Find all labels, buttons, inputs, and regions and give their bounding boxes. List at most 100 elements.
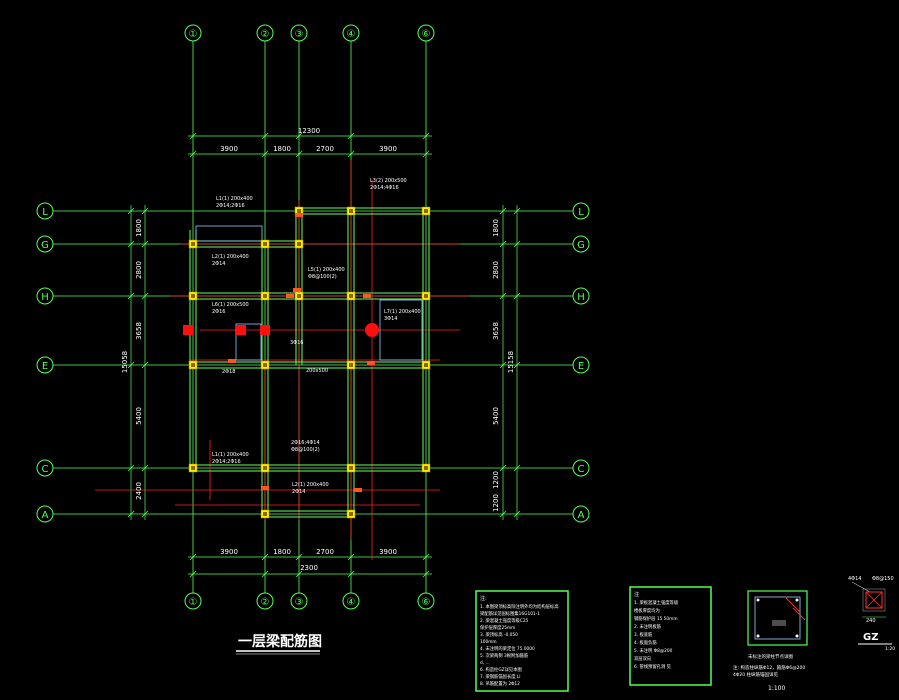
grid-bubbles-left: L G H E C A [36,202,54,523]
grid-label: G [41,240,49,251]
column-marker-core [297,242,301,246]
column-marker-core [424,294,428,298]
column-marker-core [263,512,267,516]
grid-bubble-3-top[interactable]: ③ [290,24,308,42]
dimension-tick [295,570,303,578]
gz-caption: GZ [863,632,878,643]
note-line: 4. 未注明的梁定位 75.0000 [480,645,535,652]
grid-bubble-A-right[interactable]: A [572,505,590,523]
column-marker-core [297,209,301,213]
beam-inner [379,299,423,361]
dimension-tick [499,361,507,369]
dim-left-seg-3: 3658 [135,322,143,340]
note-line: d, ... [480,660,490,666]
dimension-tick [261,150,269,158]
dim-top-total: 12300 [298,127,320,135]
grid-bubble-E-right[interactable]: E [572,356,590,374]
column-detail: 未标注的梁柱节点详图 注: 构造柱纵筋Φ12，箍筋Φ6@200 4Φ20 柱纵筋… [733,590,808,692]
grid-bubble-L-right[interactable]: L [572,202,590,220]
grid-bubble-C-right[interactable]: C [572,459,590,477]
grid-bubble-H-left[interactable]: H [36,287,54,305]
beam-label: 3Φ14 [384,316,397,322]
grid-label: A [578,510,585,521]
dim-bottom-seg-3: 2700 [316,548,334,556]
note-line: 4. 板面负筋 [634,639,657,646]
dimension-tick [261,553,269,561]
dim-right-seg-2: 2800 [492,261,500,279]
note-line: 2. 梁混凝土强度等级C25 [480,617,529,624]
dimension-tick [513,207,521,215]
dimension-tick [513,464,521,472]
grid-bubble-2-top[interactable]: ② [256,24,274,42]
dimension-tick [295,150,303,158]
dimension-tick [127,510,135,518]
beam-inner [235,323,262,361]
dimension-tick [261,132,269,140]
dim-left-seg-2: 2800 [135,261,143,279]
beam-label: 2Φ16 [212,309,225,315]
grid-bubble-H-right[interactable]: H [572,287,590,305]
grid-bubble-3-bottom[interactable]: ③ [290,592,308,610]
column-marker-core [349,294,353,298]
dim-top-seg-2: 1800 [273,145,291,153]
grid-label: ② [261,29,270,40]
beam-label: L6(1) 200x500 [212,302,249,308]
grid-lines [53,41,573,593]
note-line: 双层双向 [634,655,651,662]
dim-bottom-seg-1: 3900 [220,548,238,556]
grid-bubble-4-bottom[interactable]: ④ [342,592,360,610]
note-line: 2. 未注明板筋 [634,623,662,630]
column-marker-core [191,242,195,246]
dim-bottom-seg-2: 1800 [273,548,291,556]
dimension-tick [127,207,135,215]
grid-bubble-2-bottom[interactable]: ② [256,592,274,610]
dimension-tick [189,150,197,158]
beam-label: 2Φ14 [292,489,305,495]
notes-box-1: 注: 1. 本图梁顶标高除注明外均为结构层标高 梁配筋详见国标图集16G101-… [475,590,569,692]
dimension-tick [499,292,507,300]
notes-header: 注: [480,595,487,602]
grid-bubble-E-left[interactable]: E [36,356,54,374]
note-line: 梁配筋详见国标图集16G101-1 [480,610,540,617]
dimension-tick [189,132,197,140]
grid-bubbles-top: ① ② ③ ④ ⑥ [184,24,435,42]
dimension-tick [295,132,303,140]
column-marker-core [349,363,353,367]
beam-annotations: L1(1) 200x400 2Φ14;2Φ16 L3(2) 200x500 2Φ… [212,178,421,495]
note-line: 6. 构造柱GZ详见本图 [480,666,522,673]
dim-right-seg-3: 3658 [492,322,500,340]
beam-label: L3(2) 200x500 [370,178,407,184]
gz-size: 240 [866,618,876,624]
grid-bubble-1-top[interactable]: ① [184,24,202,42]
grid-bubble-6-bottom[interactable]: ⑥ [417,592,435,610]
note-line: 6. 管线预留孔洞 见 [634,663,672,670]
beam-label: L2(1) 200x400 [292,482,329,488]
grid-bubble-G-left[interactable]: G [36,235,54,253]
column-marker-core [191,294,195,298]
grid-bubble-C-left[interactable]: C [36,459,54,477]
dimension-tick [141,292,149,300]
beam-end-mark [293,288,301,292]
column-marker-core [297,294,301,298]
dim-right-seg-1: 1800 [492,219,500,237]
grid-label: G [577,240,585,251]
grid-label: ① [189,597,198,608]
beam-label: L1(1) 200x400 [212,452,249,458]
grid-bubble-G-right[interactable]: G [572,235,590,253]
dimension-tick [422,570,430,578]
grid-bubble-4-top[interactable]: ④ [342,24,360,42]
notes-box-2: 注 1. 梁板混凝土强度等级 楼板厚度均为 钢筋保护层 15 50mm 2. 未… [629,586,712,686]
dimension-tick [347,150,355,158]
dim-right-seg-5: 1200 [492,471,500,489]
beam-label: 2Φ14;2Φ16 [212,459,241,465]
grid-bubble-L-left[interactable]: L [36,202,54,220]
note-line: 保护层厚度25mm [480,624,515,631]
grid-label: C [578,464,585,475]
grid-label: A [42,510,49,521]
grid-bubble-A-left[interactable]: A [36,505,54,523]
column-marker-core [424,466,428,470]
grid-bubble-1-bottom[interactable]: ① [184,592,202,610]
column-red-marker [236,325,246,335]
grid-bubble-6-top[interactable]: ⑥ [417,24,435,42]
